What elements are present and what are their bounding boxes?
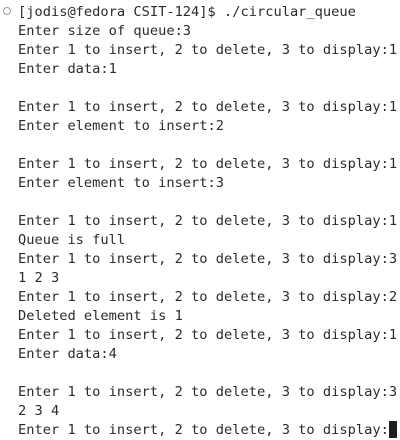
terminal-line: Enter 1 to insert, 2 to delete, 3 to dis… [18,156,398,172]
terminal-line: 2 3 4 [18,403,60,419]
terminal-line: Enter data:1 [18,61,117,77]
terminal-line: Enter 1 to insert, 2 to delete, 3 to dis… [18,384,398,400]
terminal-line: Deleted element is 1 [18,308,183,324]
terminal-line: Enter size of queue:3 [18,23,192,39]
terminal-line [18,79,400,98]
terminal-line [18,364,400,383]
terminal-line: Enter 1 to insert, 2 to delete, 3 to dis… [18,42,398,58]
terminal-line: Enter element to insert:2 [18,118,225,134]
terminal-line: 1 2 3 [18,270,60,286]
terminal-line: Enter 1 to insert, 2 to delete, 3 to dis… [18,99,398,115]
terminal-line: Queue is full [18,232,126,248]
prompt-marker-icon [3,7,11,15]
terminal-line: Enter data:4 [18,346,117,362]
terminal-line: Enter 1 to insert, 2 to delete, 3 to dis… [18,213,398,229]
terminal-line: Enter 1 to insert, 2 to delete, 3 to dis… [18,327,398,343]
current-prompt: Enter 1 to insert, 2 to delete, 3 to dis… [18,422,389,438]
terminal-line: Enter 1 to insert, 2 to delete, 3 to dis… [18,289,398,305]
terminal-input-line[interactable]: Enter 1 to insert, 2 to delete, 3 to dis… [18,421,400,440]
terminal-output: [jodis@fedora CSIT-124]$ ./circular_queu… [18,3,400,440]
terminal-line [18,136,400,155]
terminal-line: Enter 1 to insert, 2 to delete, 3 to dis… [18,251,398,267]
block-cursor-icon [388,421,397,438]
terminal-line: [jodis@fedora CSIT-124]$ ./circular_queu… [18,4,356,20]
terminal-line [18,193,400,212]
terminal-line: Enter element to insert:3 [18,175,225,191]
